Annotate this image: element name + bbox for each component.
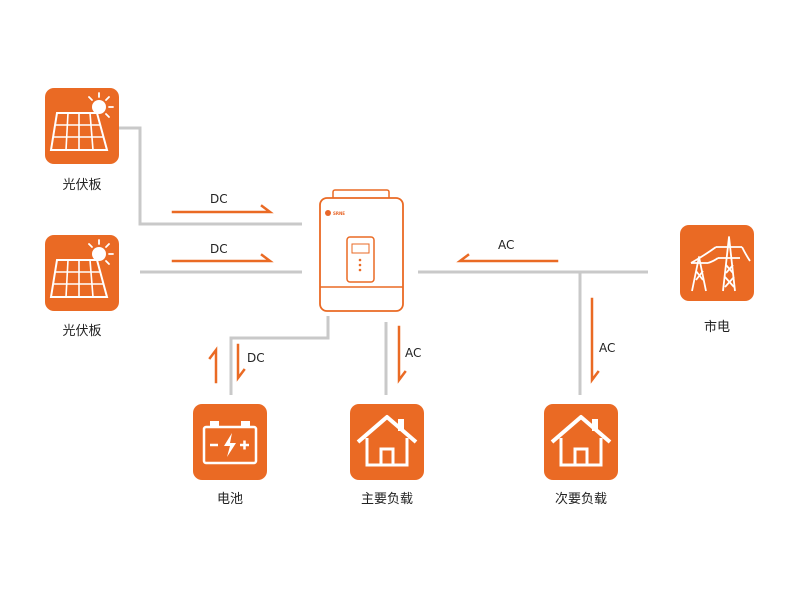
solar-panel-icon	[45, 88, 119, 164]
solar-panel-label-1: 光伏板	[62, 178, 102, 193]
battery-flow-label: DC	[247, 351, 265, 365]
house-icon	[544, 404, 618, 480]
secondary-load-node	[544, 404, 618, 480]
battery-discharge-arrow	[236, 343, 246, 382]
pv1-connection-line	[118, 126, 302, 226]
secondary-load-label: 次要负载	[554, 492, 607, 507]
secondary-load-flow-label: AC	[599, 341, 615, 355]
main-load-node	[350, 404, 424, 480]
inverter-brand-label: SRNE	[333, 211, 345, 216]
solar-panel-label-2: 光伏板	[62, 324, 102, 339]
house-icon	[350, 404, 424, 480]
solar-panel-icon	[45, 235, 119, 311]
battery-node	[193, 404, 267, 480]
battery-connection-line	[229, 316, 330, 395]
grid-node	[680, 225, 754, 301]
solar-panel-node-2	[45, 235, 119, 311]
grid-label: 市电	[703, 320, 730, 335]
secondary-load-flow-arrow	[590, 297, 600, 384]
brand-logo-icon	[325, 210, 331, 216]
battery-icon	[193, 404, 267, 480]
main-load-label: 主要负载	[360, 492, 413, 507]
power-tower-icon	[680, 225, 754, 301]
solar-panel-node-1	[45, 88, 119, 164]
inverter-screen	[351, 243, 370, 254]
pv2-flow-arrow	[171, 253, 274, 263]
inverter-unit: SRNE	[319, 189, 404, 312]
pv2-flow-label: DC	[210, 242, 228, 256]
battery-label: 电池	[216, 492, 243, 507]
grid-flow-arrow	[456, 253, 559, 263]
main-load-flow-arrow	[397, 325, 407, 384]
pv1-flow-label: DC	[210, 192, 228, 206]
pv1-flow-arrow	[171, 204, 274, 214]
battery-charge-arrow	[208, 346, 218, 384]
main-load-flow-label: AC	[405, 346, 421, 360]
grid-flow-label: AC	[498, 238, 514, 252]
